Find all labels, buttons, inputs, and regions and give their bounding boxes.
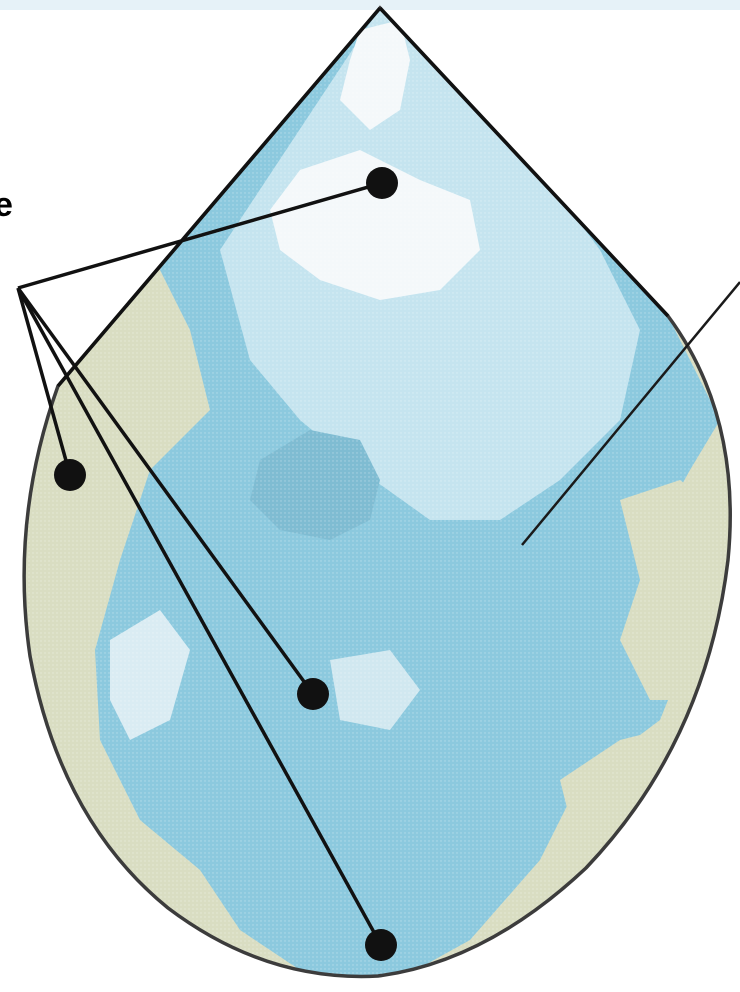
marker-dot-4 (365, 929, 397, 961)
marker-dot-3 (297, 678, 329, 710)
edge-label-top: e (0, 188, 13, 222)
marker-dot-2 (54, 459, 86, 491)
marker-dot-1 (366, 167, 398, 199)
